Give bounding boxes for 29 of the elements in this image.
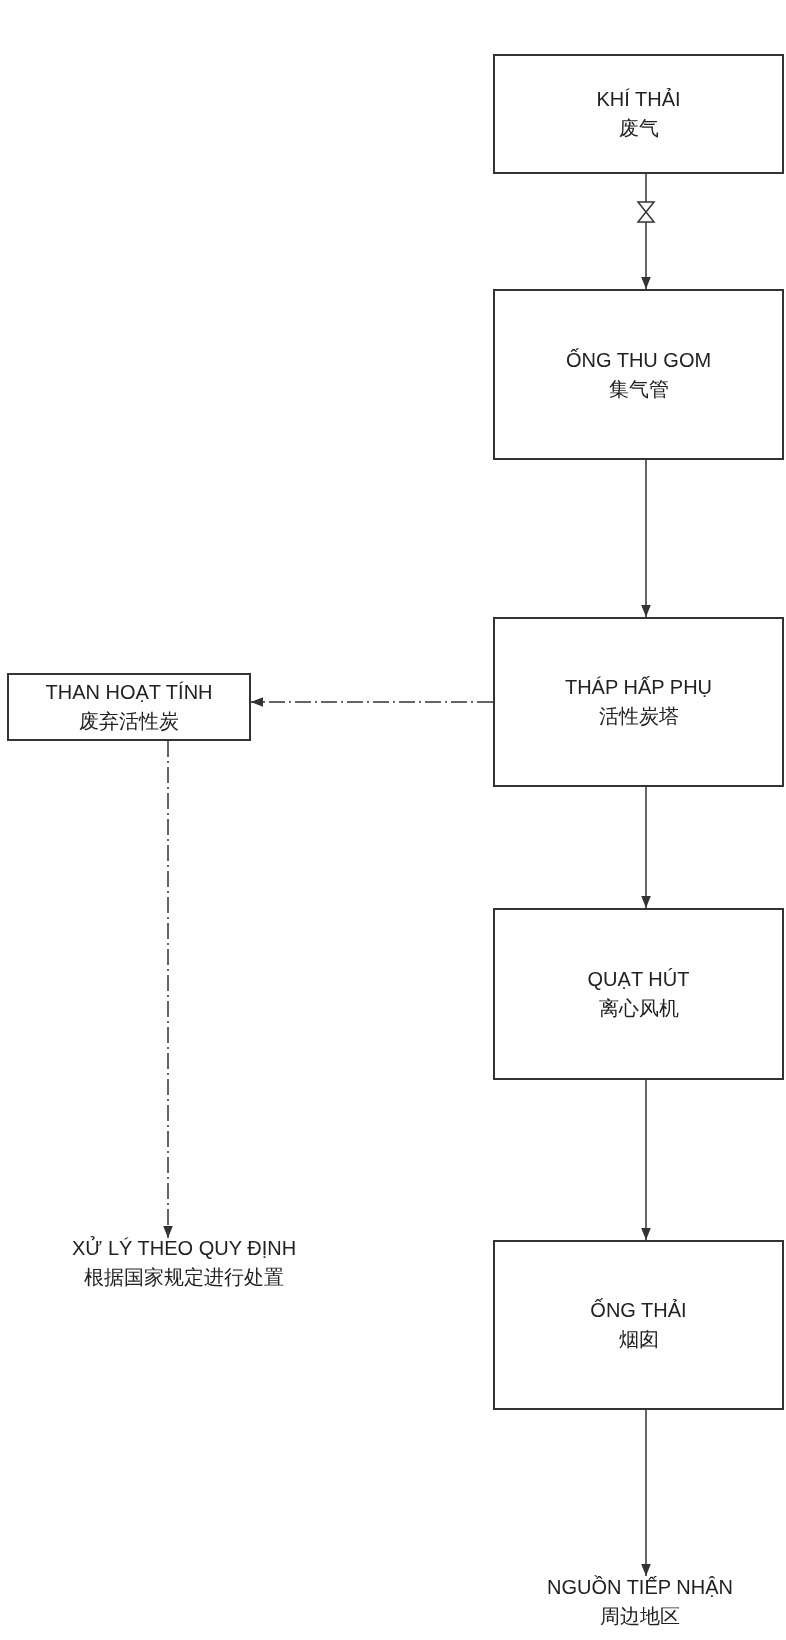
node-label: QUẠT HÚT: [587, 967, 690, 992]
node-label: 废气: [618, 116, 659, 141]
arrow: [641, 459, 651, 618]
arrow: [641, 1079, 651, 1241]
node-label: KHÍ THẢI: [596, 87, 681, 112]
arrow: [641, 786, 651, 909]
process-box: [493, 908, 784, 1080]
arrow: [163, 740, 173, 1239]
arrow: [250, 697, 494, 707]
node-label: 集气管: [608, 376, 669, 402]
process-box: [493, 289, 784, 460]
node-label: ỐNG THU GOM: [565, 347, 712, 373]
node-label: 废弃活性炭: [79, 709, 179, 734]
process-box: [493, 1240, 784, 1410]
arrow: [641, 173, 651, 290]
arrow: [641, 1409, 651, 1577]
node-label: 周边地区: [600, 1604, 680, 1629]
process-box: [493, 617, 784, 787]
node-label: THÁP HẤP PHỤ: [564, 675, 713, 700]
process-box: [7, 673, 251, 741]
node-label: XỬ LÝ THEO QUY ĐỊNH: [71, 1236, 297, 1261]
node-label: 离心风机: [598, 996, 679, 1021]
node-label: 活性炭塔: [598, 704, 679, 729]
node-label: NGUỒN TIẾP NHẬN: [547, 1575, 733, 1600]
node-label: 根据国家规定进行处置: [84, 1265, 284, 1290]
node-label: 烟囱: [618, 1327, 659, 1352]
process-box: [493, 54, 784, 174]
node-label: THAN HOẠT TÍNH: [45, 680, 213, 705]
node-label: ỐNG THẢI: [590, 1298, 687, 1323]
